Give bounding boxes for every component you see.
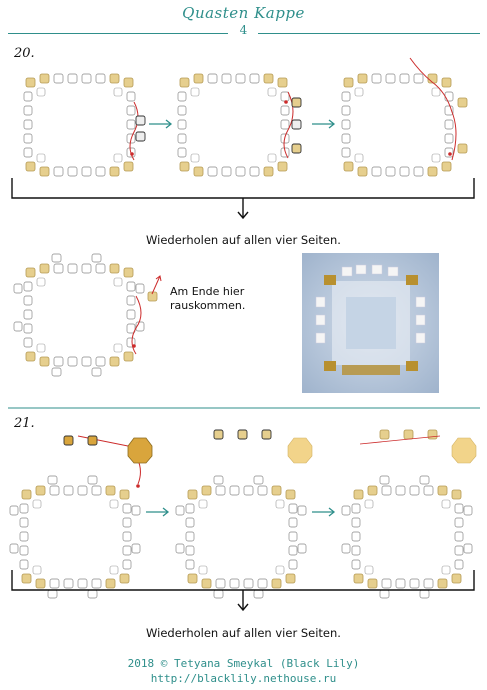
footer-copyright: 2018 © Tetyana Smeykal (Black Lily) <box>127 657 360 670</box>
page-title: Quasten Kappe <box>182 4 305 22</box>
bicone-bead-21b <box>287 437 313 464</box>
finished-cap-photo <box>302 253 439 393</box>
header-rule-left <box>8 33 228 34</box>
page-number: 4 <box>239 23 248 37</box>
bicone-bead-21a <box>127 437 153 464</box>
step-20-caption: Wiederholen auf allen vier Seiten. <box>146 233 341 247</box>
photo-illustration <box>315 264 426 375</box>
footer-url[interactable]: http://blacklily.nethouse.ru <box>150 672 337 685</box>
end-here-annotation: Am Ende hier rauskommen. <box>170 285 246 312</box>
header-rule-right <box>258 33 480 34</box>
step-21-caption: Wiederholen auf allen vier Seiten. <box>146 626 341 640</box>
step-20-number: 20. <box>14 46 35 61</box>
bicone-bead-21c <box>451 437 477 464</box>
step-21-number: 21. <box>14 416 35 431</box>
